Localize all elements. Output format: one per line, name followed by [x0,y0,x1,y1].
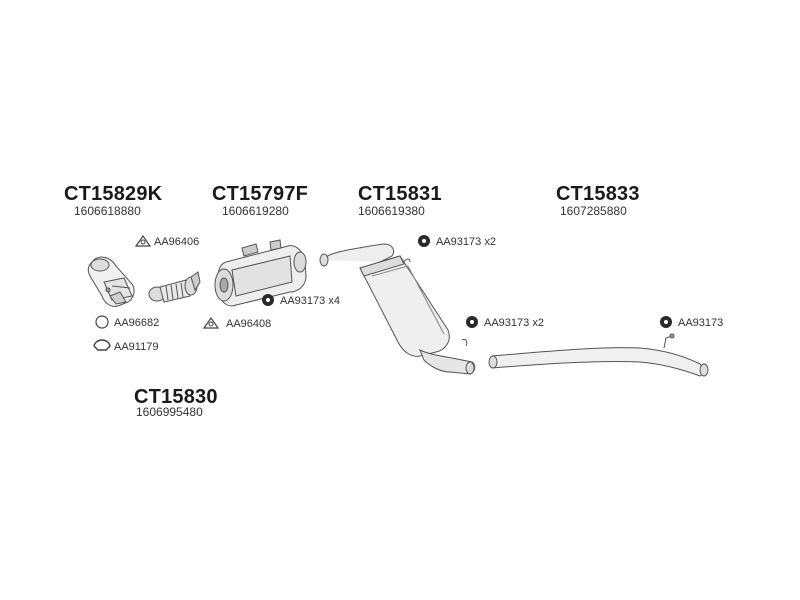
clamp-icon [93,339,111,351]
rubber-hanger-icon-x2-mid [466,316,478,328]
group-code-ct15829k[interactable]: CT15829K [64,183,163,205]
middle-muffler-drawing [319,243,476,375]
rubber-hanger-icon-x2-top [418,235,430,247]
part-label-aa93173-x4[interactable]: AA93173 x4 [280,295,340,307]
group-oem-ct15797f: 1606619280 [222,204,289,218]
group-oem-ct15831: 1606619380 [358,204,425,218]
sealing-ring-icon [95,315,109,329]
group-oem-ct15830: 1606995480 [136,405,203,419]
part-label-aa93173-x2-mid[interactable]: AA93173 x2 [484,317,544,329]
part-label-aa96682[interactable]: AA96682 [114,317,160,329]
group-code-ct15831[interactable]: CT15831 [358,183,442,205]
group-code-ct15830[interactable]: CT15830 [134,386,218,408]
tail-pipe-drawing [488,333,709,377]
gasket-tri-icon-2 [202,316,220,329]
group-code-ct15833[interactable]: CT15833 [556,183,640,205]
group-oem-ct15833: 1607285880 [560,204,627,218]
catalytic-converter-drawing [87,256,135,307]
rubber-hanger-icon-x4 [262,294,274,306]
part-label-aa91179[interactable]: AA91179 [114,341,159,353]
group-oem-ct15829k: 1606618880 [74,204,141,218]
gasket-tri-icon-1 [134,234,152,247]
part-label-aa93173-x2-top[interactable]: AA93173 x2 [436,236,496,248]
part-label-aa93173[interactable]: AA93173 [678,317,724,329]
part-label-aa96408[interactable]: AA96408 [226,318,272,330]
particulate-filter-drawing [214,239,307,307]
flex-pipe-drawing [148,271,201,303]
part-label-aa96406[interactable]: AA96406 [154,236,200,248]
rubber-hanger-icon-single [660,316,672,328]
group-code-ct15797f[interactable]: CT15797F [212,183,309,205]
